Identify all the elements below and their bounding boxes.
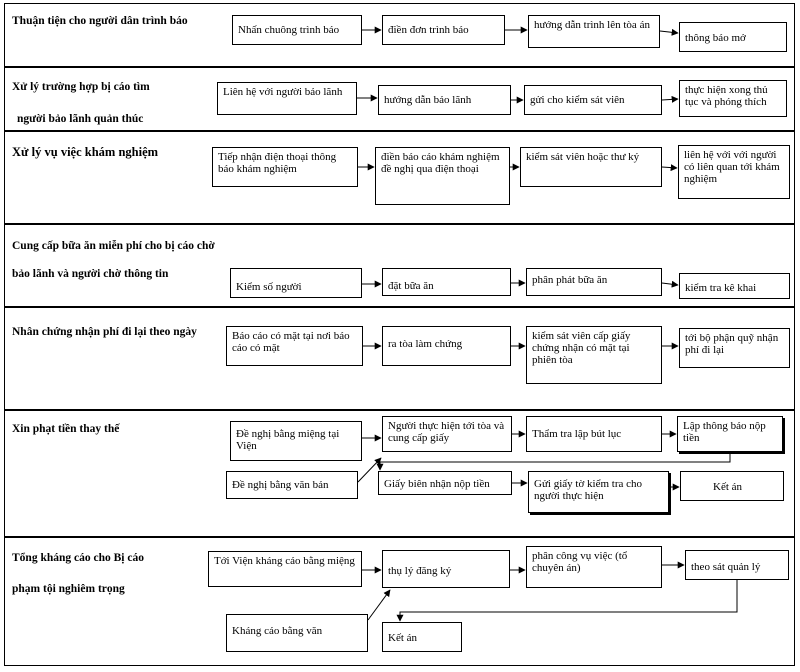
- step-box: thông báo mở: [679, 22, 787, 52]
- step-box: Báo cáo có mặt tại nơi báo cáo có mặt: [226, 326, 363, 366]
- step-box: Nhấn chuông trình báo: [232, 15, 362, 45]
- step-box: phân công vụ việc (tổ chuyên án): [526, 546, 662, 588]
- row-frame-5: [4, 307, 795, 410]
- step-box: Tiếp nhận điện thoại thông báo khám nghi…: [212, 147, 358, 187]
- row-title: Xử lý vụ việc khám nghiệm: [12, 145, 159, 159]
- row-frame-6: [4, 410, 795, 537]
- step-box: Lập thông báo nộp tiền: [677, 416, 783, 452]
- row-title: bảo lãnh và người chờ thông tin: [12, 268, 169, 280]
- step-box: Kiểm số người: [230, 268, 362, 298]
- step-box: theo sát quản lý: [685, 550, 789, 580]
- step-box: Gửi giấy tờ kiểm tra cho người thực hiện: [528, 471, 669, 513]
- step-box: kiểm tra kê khai: [679, 273, 790, 299]
- row-frame-4: [4, 224, 795, 307]
- step-box: Kháng cáo bằng văn: [226, 614, 368, 652]
- step-box: gửi cho kiểm sát viên: [524, 85, 662, 115]
- step-box: kiểm sát viên hoặc thư ký: [520, 147, 662, 187]
- row-title: phạm tội nghiêm trọng: [12, 583, 125, 595]
- row-title: Tổng kháng cáo cho Bị cáo: [12, 552, 144, 564]
- step-box: hướng dẫn bảo lãnh: [378, 85, 511, 115]
- row-title: Xin phạt tiền thay thế: [12, 423, 120, 435]
- step-box: Kết án: [382, 622, 462, 652]
- step-box: kiểm sát viên cấp giấy chứng nhận có mặt…: [526, 326, 662, 384]
- row-title: Cung cấp bữa ăn miễn phí cho bị cáo chờ: [12, 240, 215, 252]
- step-box: Giấy biên nhận nộp tiền: [378, 471, 512, 495]
- step-box: tới bộ phận quỹ nhận phí đi lại: [679, 328, 790, 368]
- step-box: Tới Viện kháng cáo bằng miệng: [208, 551, 362, 587]
- step-box: liên hệ với với người có liên quan tới k…: [678, 145, 790, 199]
- step-box: Kết án: [680, 471, 784, 501]
- step-box: Đề nghị bằng văn bản: [226, 471, 358, 499]
- row-title: Xử lý trường hợp bị cáo tìm: [12, 81, 150, 93]
- step-box: Liên hệ với người bảo lãnh: [217, 82, 357, 115]
- row-title: người bảo lãnh quản thúc: [17, 113, 144, 125]
- row-frame-2: [4, 67, 795, 131]
- step-box: ra tòa làm chứng: [382, 326, 511, 366]
- step-box: điền báo cáo khám nghiệm đề nghị qua điệ…: [375, 147, 510, 205]
- step-box: thực hiện xong thủ tục và phóng thích: [679, 80, 787, 117]
- row-frame-7: [4, 537, 795, 666]
- row-title: Thuận tiện cho người dân trình báo: [12, 15, 188, 27]
- step-box: phân phát bữa ăn: [526, 268, 662, 296]
- step-box: đặt bữa ăn: [382, 268, 511, 296]
- row-title: Nhân chứng nhận phí đi lại theo ngày: [12, 326, 197, 338]
- step-box: Thẩm tra lập bút lục: [526, 416, 662, 452]
- step-box: Đề nghị bằng miệng tại Viện: [230, 421, 362, 461]
- row-frame-3: [4, 131, 795, 224]
- step-box: Người thực hiện tới tòa và cung cấp giấy: [382, 416, 512, 452]
- step-box: điền đơn trình báo: [382, 15, 505, 45]
- step-box: thụ lý đăng ký: [382, 550, 510, 588]
- step-box: hướng dẫn trình lên tòa án: [528, 15, 660, 48]
- row-frame-1: [4, 3, 795, 67]
